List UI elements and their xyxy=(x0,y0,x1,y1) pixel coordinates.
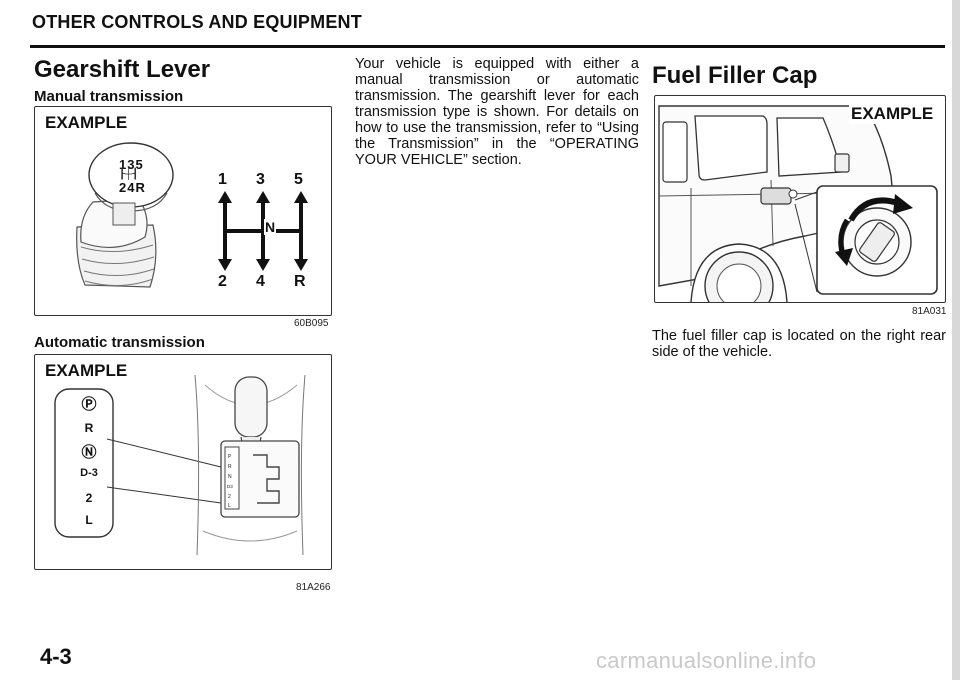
svg-text:R: R xyxy=(228,464,232,470)
automatic-figure-code: 81A266 xyxy=(296,582,331,593)
knob-mini-pattern: ┠┼┨ xyxy=(119,169,139,180)
knob-bottom-label: 24R xyxy=(119,180,146,195)
manual-figure: EXAMPLE 135 ┠┼┨ 24R 1 xyxy=(34,106,332,316)
manual-gearshift-illustration xyxy=(76,142,174,288)
position-low: L xyxy=(85,513,93,527)
section-header: OTHER CONTROLS AND EQUIPMENT xyxy=(32,12,362,32)
svg-text:D3: D3 xyxy=(227,484,233,489)
page-number: 4-3 xyxy=(40,644,72,669)
automatic-subtitle: Automatic transmission xyxy=(34,334,205,351)
reverse-label: R xyxy=(294,273,306,290)
manual-figure-code: 60B095 xyxy=(294,318,329,329)
neutral-label: N xyxy=(264,219,277,235)
fuel-cap-figure: EXAMPLE xyxy=(654,95,946,303)
gearshift-description: Your vehicle is equipped with either a m… xyxy=(355,56,639,168)
position-reverse: R xyxy=(84,421,94,435)
vehicle-rear-illustration xyxy=(658,105,938,302)
position-park: Ⓟ xyxy=(81,396,97,413)
manual-example-label: EXAMPLE xyxy=(45,113,128,132)
svg-text:2: 2 xyxy=(228,494,231,500)
position-2: 2 xyxy=(85,491,93,505)
position-neutral: Ⓝ xyxy=(81,444,97,461)
page-edge-shadow xyxy=(952,0,960,680)
gear-3-label: 3 xyxy=(256,171,265,188)
gearshift-title: Gearshift Lever xyxy=(34,56,211,83)
svg-text:P: P xyxy=(228,454,232,460)
gear-5-label: 5 xyxy=(294,171,303,188)
header-rule xyxy=(30,45,945,48)
fuel-example-label: EXAMPLE xyxy=(849,104,936,124)
automatic-figure: EXAMPLE P R N D3 2 L Ⓟ R Ⓝ D-3 2 L xyxy=(34,354,332,570)
svg-text:N: N xyxy=(228,474,232,480)
shift-pattern-diagram xyxy=(218,191,308,271)
position-d3: D-3 xyxy=(80,467,98,479)
svg-text:L: L xyxy=(228,503,231,509)
gear-4-label: 4 xyxy=(256,273,265,290)
fuel-cap-description: The fuel filler cap is located on the ri… xyxy=(652,328,946,360)
manual-subtitle: Manual transmission xyxy=(34,88,184,105)
fuel-figure-code: 81A031 xyxy=(912,306,947,317)
automatic-example-label: EXAMPLE xyxy=(45,361,128,380)
watermark: carmanualsonline.info xyxy=(596,648,817,673)
automatic-selector-illustration: P R N D3 2 L xyxy=(54,374,306,556)
fuel-cap-title: Fuel Filler Cap xyxy=(652,62,818,89)
gear-2-label: 2 xyxy=(218,273,227,290)
knob-top-label: 135 xyxy=(119,157,144,172)
gear-1-label: 1 xyxy=(218,171,227,188)
